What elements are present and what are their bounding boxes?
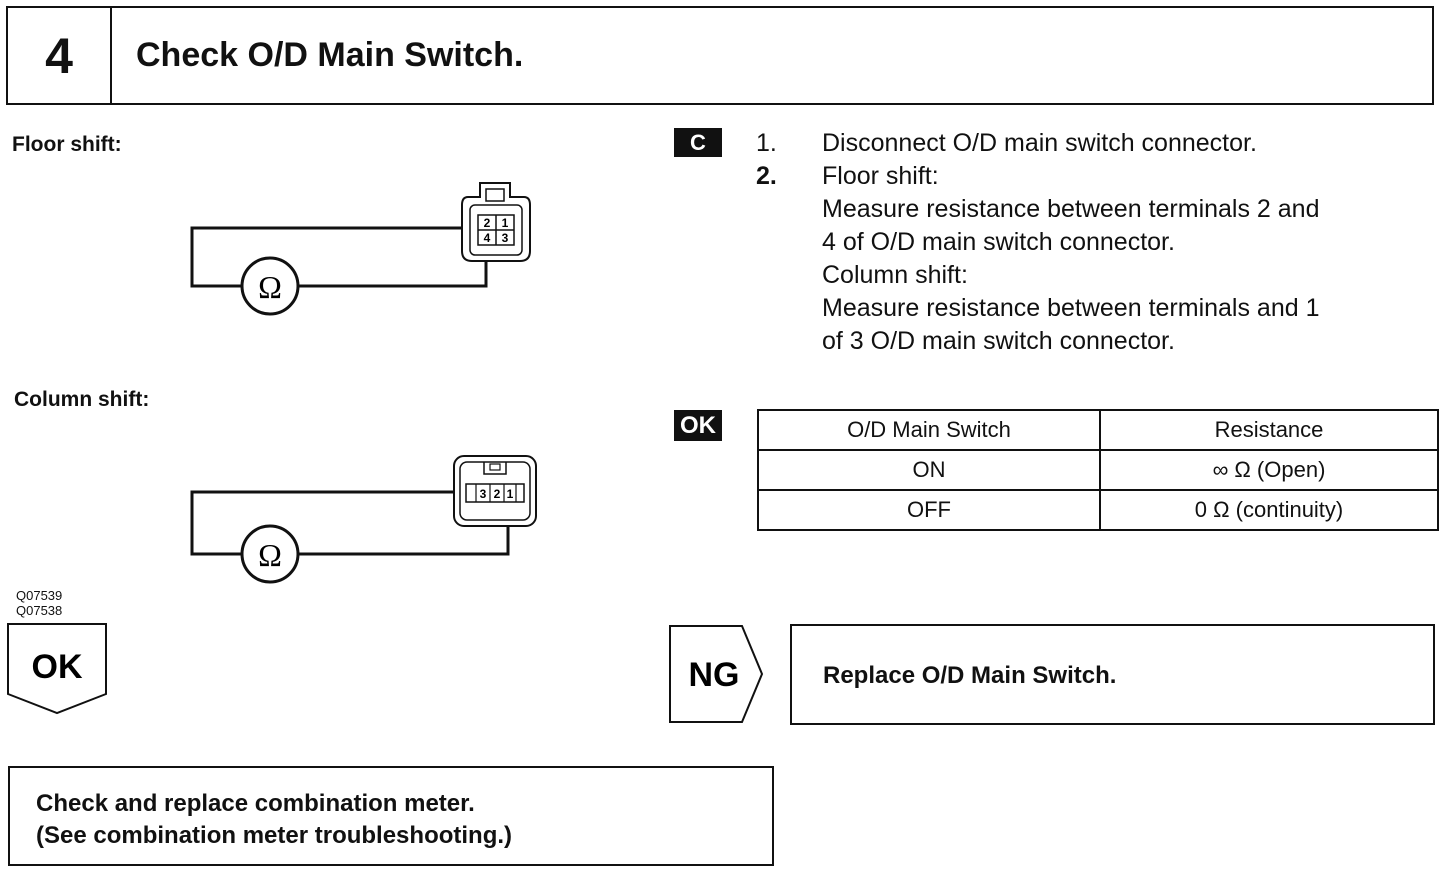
table-row: ON ∞ Ω (Open) bbox=[757, 449, 1439, 491]
ok-result-box: Check and replace combination meter. (Se… bbox=[8, 766, 774, 866]
step-line: of 3 O/D main switch connector. bbox=[822, 327, 1175, 355]
table-header: O/D Main Switch bbox=[757, 409, 1101, 451]
ok-result-line: Check and replace combination meter. bbox=[36, 790, 475, 817]
step-number: 4 bbox=[8, 8, 112, 103]
table-cell: ∞ Ω (Open) bbox=[1099, 449, 1439, 491]
ok-arrow-box: OK bbox=[7, 623, 107, 715]
ok-result-text: Check and replace combination meter. (Se… bbox=[36, 788, 512, 852]
step-line: Column shift: bbox=[822, 261, 968, 289]
pin-label: 1 bbox=[502, 216, 509, 230]
figure-code: Q07539 bbox=[16, 588, 63, 603]
pin-label: 1 bbox=[507, 487, 514, 501]
floor-shift-label: Floor shift: bbox=[12, 133, 122, 156]
pin-label: 3 bbox=[480, 487, 487, 501]
table-cell: OFF bbox=[757, 489, 1101, 531]
ohm-symbol: Ω bbox=[258, 269, 282, 305]
step-line: Disconnect O/D main switch connector. bbox=[822, 129, 1257, 157]
ohm-symbol: Ω bbox=[258, 537, 282, 573]
figure-codes: Q07539 Q07538 bbox=[16, 588, 62, 618]
step-line: 4 of O/D main switch connector. bbox=[822, 228, 1175, 256]
table-cell: 0 Ω (continuity) bbox=[1099, 489, 1439, 531]
ng-arrow-box: NG bbox=[669, 625, 764, 723]
ok-result-line: (See combination meter troubleshooting.) bbox=[36, 822, 513, 849]
spec-tag: OK bbox=[674, 410, 722, 441]
connector-icon: 3 2 1 bbox=[453, 455, 537, 527]
step-line: Measure resistance between terminals and… bbox=[822, 294, 1320, 322]
column-shift-label: Column shift: bbox=[14, 388, 150, 411]
table-row: OFF 0 Ω (continuity) bbox=[757, 489, 1439, 531]
step-header: 4 Check O/D Main Switch. bbox=[6, 6, 1434, 105]
procedure-steps: 1. Disconnect O/D main switch connector.… bbox=[756, 127, 1446, 357]
ng-result-box: Replace O/D Main Switch. bbox=[790, 624, 1435, 725]
floor-shift-diagram: Ω 2 1 4 3 bbox=[190, 182, 531, 316]
wire-terminal-2 bbox=[190, 226, 482, 288]
step-line: Floor shift: bbox=[822, 162, 939, 190]
wire-terminal-3 bbox=[190, 490, 476, 556]
resistance-table: O/D Main Switch Resistance ON ∞ Ω (Open)… bbox=[757, 409, 1439, 531]
ohmmeter-icon bbox=[240, 524, 300, 584]
pin-label: 4 bbox=[484, 231, 491, 245]
step-line: Measure resistance between terminals 2 a… bbox=[822, 195, 1320, 223]
figure-code: Q07538 bbox=[16, 603, 63, 618]
ohmmeter-icon bbox=[240, 256, 300, 316]
step-num: 2. bbox=[756, 162, 777, 190]
table-header: Resistance bbox=[1099, 409, 1439, 451]
ng-label: NG bbox=[689, 656, 740, 694]
pin-label: 3 bbox=[502, 231, 509, 245]
table-cell: ON bbox=[757, 449, 1101, 491]
step-title: Check O/D Main Switch. bbox=[136, 36, 524, 74]
ng-result-text: Replace O/D Main Switch. bbox=[823, 662, 1117, 689]
table-header-row: O/D Main Switch Resistance bbox=[757, 409, 1439, 451]
pin-label: 2 bbox=[484, 216, 491, 230]
ok-label: OK bbox=[32, 648, 83, 686]
connector-icon: 2 1 4 3 bbox=[461, 182, 531, 262]
column-shift-diagram: Ω 3 2 1 bbox=[190, 455, 537, 584]
step-num: 1. bbox=[756, 129, 777, 157]
procedure-tag: C bbox=[674, 128, 722, 157]
pin-label: 2 bbox=[494, 487, 501, 501]
wire-terminal-4 bbox=[298, 237, 488, 288]
